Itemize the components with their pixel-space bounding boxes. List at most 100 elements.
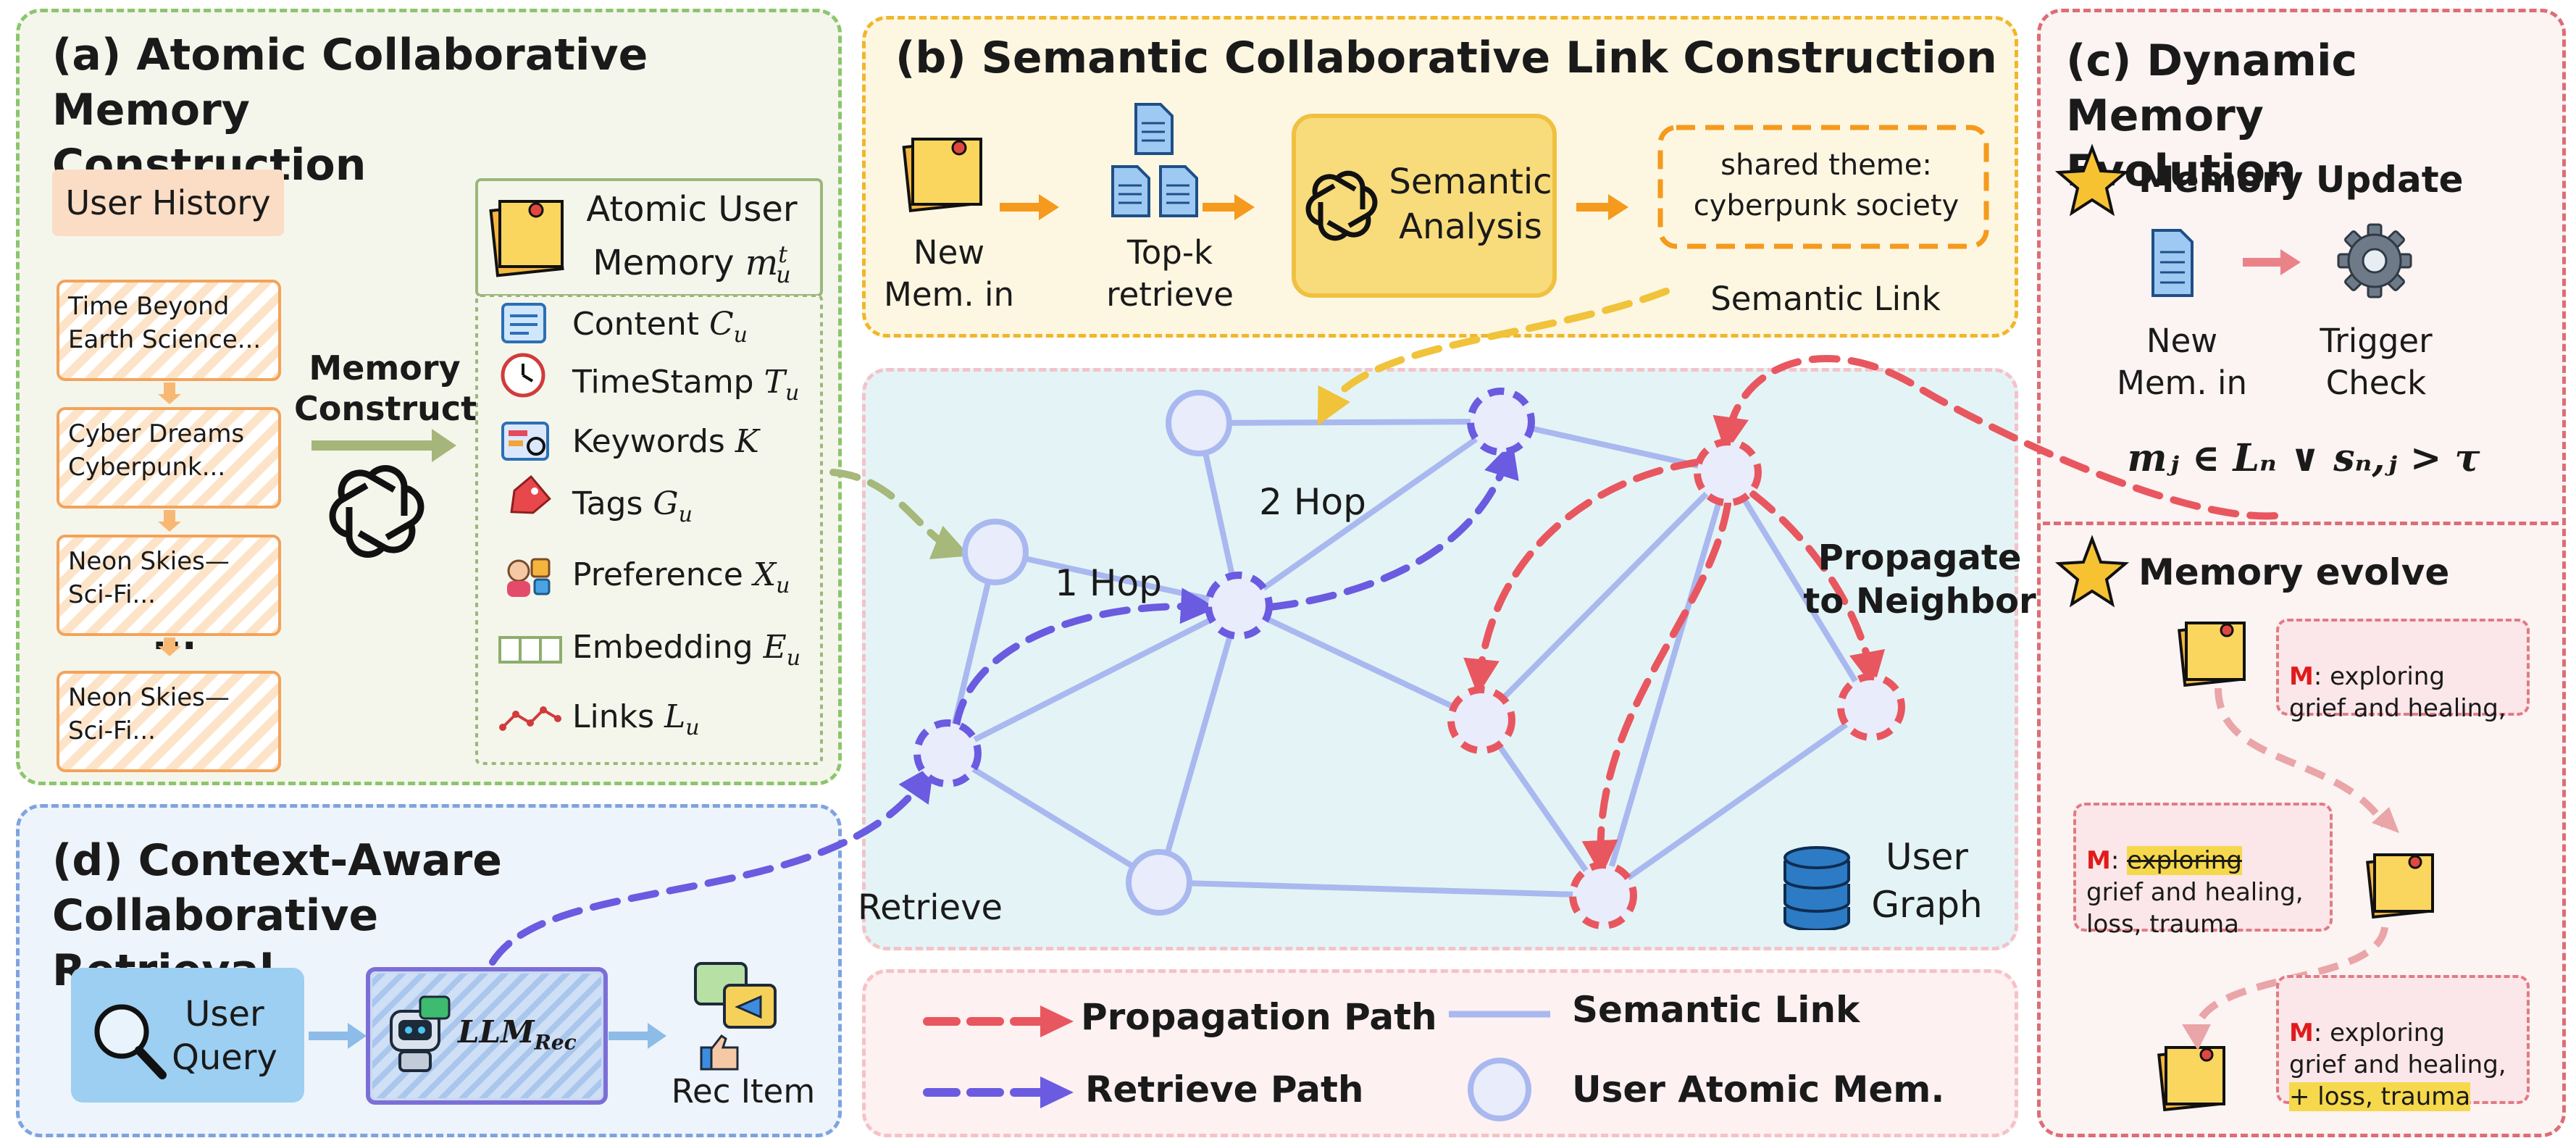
sticky-note-icon	[2366, 853, 2434, 919]
memory-evolve-label: Memory evolve	[2138, 551, 2450, 593]
semantic-analysis-box	[1292, 114, 1557, 298]
flow-arrow	[2243, 249, 2301, 275]
legend-user-atomic-mem: User Atomic Mem.	[1572, 1068, 1945, 1111]
star-icon	[2054, 535, 2130, 608]
sticky-note-icon	[2157, 1046, 2225, 1112]
semantic-link	[1158, 879, 1604, 898]
tag-icon	[510, 474, 551, 514]
shared-theme-box	[1657, 125, 1989, 249]
propagation-path	[1581, 501, 1731, 877]
openai-logo-icon	[329, 465, 425, 558]
sticky-note-icon	[902, 138, 982, 212]
user-atomic-memory-node	[1126, 849, 1192, 916]
memory-update-label: Memory Update	[2138, 159, 2464, 201]
field-name: Tags	[572, 485, 653, 522]
semantic-link	[1156, 604, 1242, 884]
new-mem-label: New Mem. in	[884, 233, 1014, 314]
sticky-note-icon	[2178, 622, 2246, 687]
field-symbol: L	[664, 698, 686, 735]
memory-note: M: exploring grief and healing,	[2276, 619, 2530, 723]
trigger-check-label: Trigger Check	[2320, 322, 2433, 402]
hop2-label: 2 Hop	[1259, 481, 1366, 523]
m-marker: M	[2289, 1019, 2314, 1047]
chat-icon	[694, 962, 777, 1029]
semantic-link	[946, 603, 1240, 756]
new-mem-label: New Mem. in	[2117, 322, 2247, 402]
atomic-mem-swatch	[1468, 1058, 1531, 1121]
user-atomic-memory-node	[1447, 686, 1515, 754]
semantic-link	[1237, 419, 1503, 608]
panel-c	[2037, 9, 2566, 1137]
star-icon	[2054, 143, 2130, 217]
semantic-link	[1479, 470, 1730, 722]
history-item: Cyber Dreams Cyberpunk...	[57, 407, 281, 509]
keywords-icon	[501, 422, 549, 461]
panel-a-graphics	[158, 178, 823, 765]
atomic-memory-label: Atomic User Memory	[586, 189, 798, 283]
field-name: TimeStamp	[572, 364, 764, 401]
semantic-link-arrow	[1317, 288, 1670, 426]
memory-field: Tags Gu	[572, 485, 693, 527]
semantic-link	[1725, 470, 1874, 709]
openai-logo-icon	[1305, 170, 1378, 241]
fields-box	[475, 294, 823, 765]
flow-arrow	[309, 1023, 666, 1049]
user-atomic-memory-node	[1694, 438, 1762, 506]
history-item: Neon Skies— Sci-Fi...	[57, 671, 281, 772]
memory-field: Links Lu	[572, 698, 700, 740]
trigger-formula: mⱼ ∈ Lₙ ∨ sₙ,ⱼ > τ	[2127, 436, 2480, 480]
note-text: exploring grief and healing,	[2289, 662, 2506, 723]
memory-note: M: exploring grief and healing, + loss, …	[2276, 975, 2530, 1111]
field-symbol: C	[708, 306, 734, 343]
field-symbol: X	[753, 556, 777, 593]
field-symbol: T	[764, 364, 785, 401]
user-atomic-memory-node	[962, 519, 1029, 585]
user-atomic-memory-node	[1569, 861, 1637, 929]
atomic-memory-title: Atomic User Memory mtu	[565, 187, 819, 297]
memory-field: Content Cu	[572, 306, 748, 348]
note-text: grief and healing, loss, trauma	[2086, 878, 2304, 939]
panel-a-title: (a) Atomic Collaborative Memory Construc…	[52, 30, 648, 191]
panel-b-title: (b) Semantic Collaborative Link Construc…	[895, 33, 1997, 83]
user-atomic-memory-node	[1166, 390, 1232, 456]
field-name: Links	[572, 698, 665, 735]
panel-c-graphics	[2054, 143, 2434, 1112]
robot-icon	[390, 995, 451, 1072]
added-text: + loss, trauma	[2289, 1082, 2471, 1111]
panel-c-divider	[2043, 522, 2559, 525]
panel-b-graphics	[902, 103, 1989, 298]
legend-retrieve-path: Retrieve Path	[1085, 1068, 1364, 1111]
llm-rec-label: LLMRec	[458, 1014, 577, 1055]
memory-field: Embedding Eu	[572, 629, 801, 671]
hop1-label: 1 Hop	[1055, 562, 1162, 604]
construct-link-arrow	[829, 469, 970, 560]
semantic-link-label: Semantic Link	[1710, 280, 1941, 318]
user-atomic-memory-node	[1837, 673, 1905, 741]
propagation-path	[1463, 459, 1702, 695]
semantic-link	[1600, 471, 1731, 897]
legend-propagation-path: Propagation Path	[1081, 996, 1437, 1038]
search-icon	[94, 1004, 167, 1079]
clock-icon	[501, 353, 545, 398]
topk-label: Top-k retrieve	[1106, 233, 1234, 314]
user-atomic-memory-node	[1205, 572, 1273, 640]
memory-construct-arrow	[311, 429, 456, 462]
legend-panel	[862, 969, 2018, 1137]
user-atomic-memory-node	[913, 719, 982, 787]
semantic-analysis-label: Semantic Analysis	[1389, 162, 1552, 247]
memory-note: M: exploring grief and healing, loss, tr…	[2073, 803, 2333, 939]
field-name: Keywords	[572, 423, 735, 460]
atomic-memory-symbol: mtu	[745, 241, 791, 288]
semantic-link	[945, 750, 1161, 885]
retrieve-path-swatch	[923, 1076, 1074, 1108]
field-name: Embedding	[572, 629, 764, 666]
legend-semantic-link: Semantic Link	[1572, 989, 1860, 1031]
retrieve-path	[953, 587, 1217, 729]
thumbs-up-icon	[700, 1034, 739, 1071]
semantic-link	[1198, 419, 1502, 426]
database-icon	[1781, 840, 1853, 932]
links-icon	[499, 706, 561, 731]
semantic-link	[1601, 704, 1873, 898]
gear-icon	[2337, 223, 2412, 298]
